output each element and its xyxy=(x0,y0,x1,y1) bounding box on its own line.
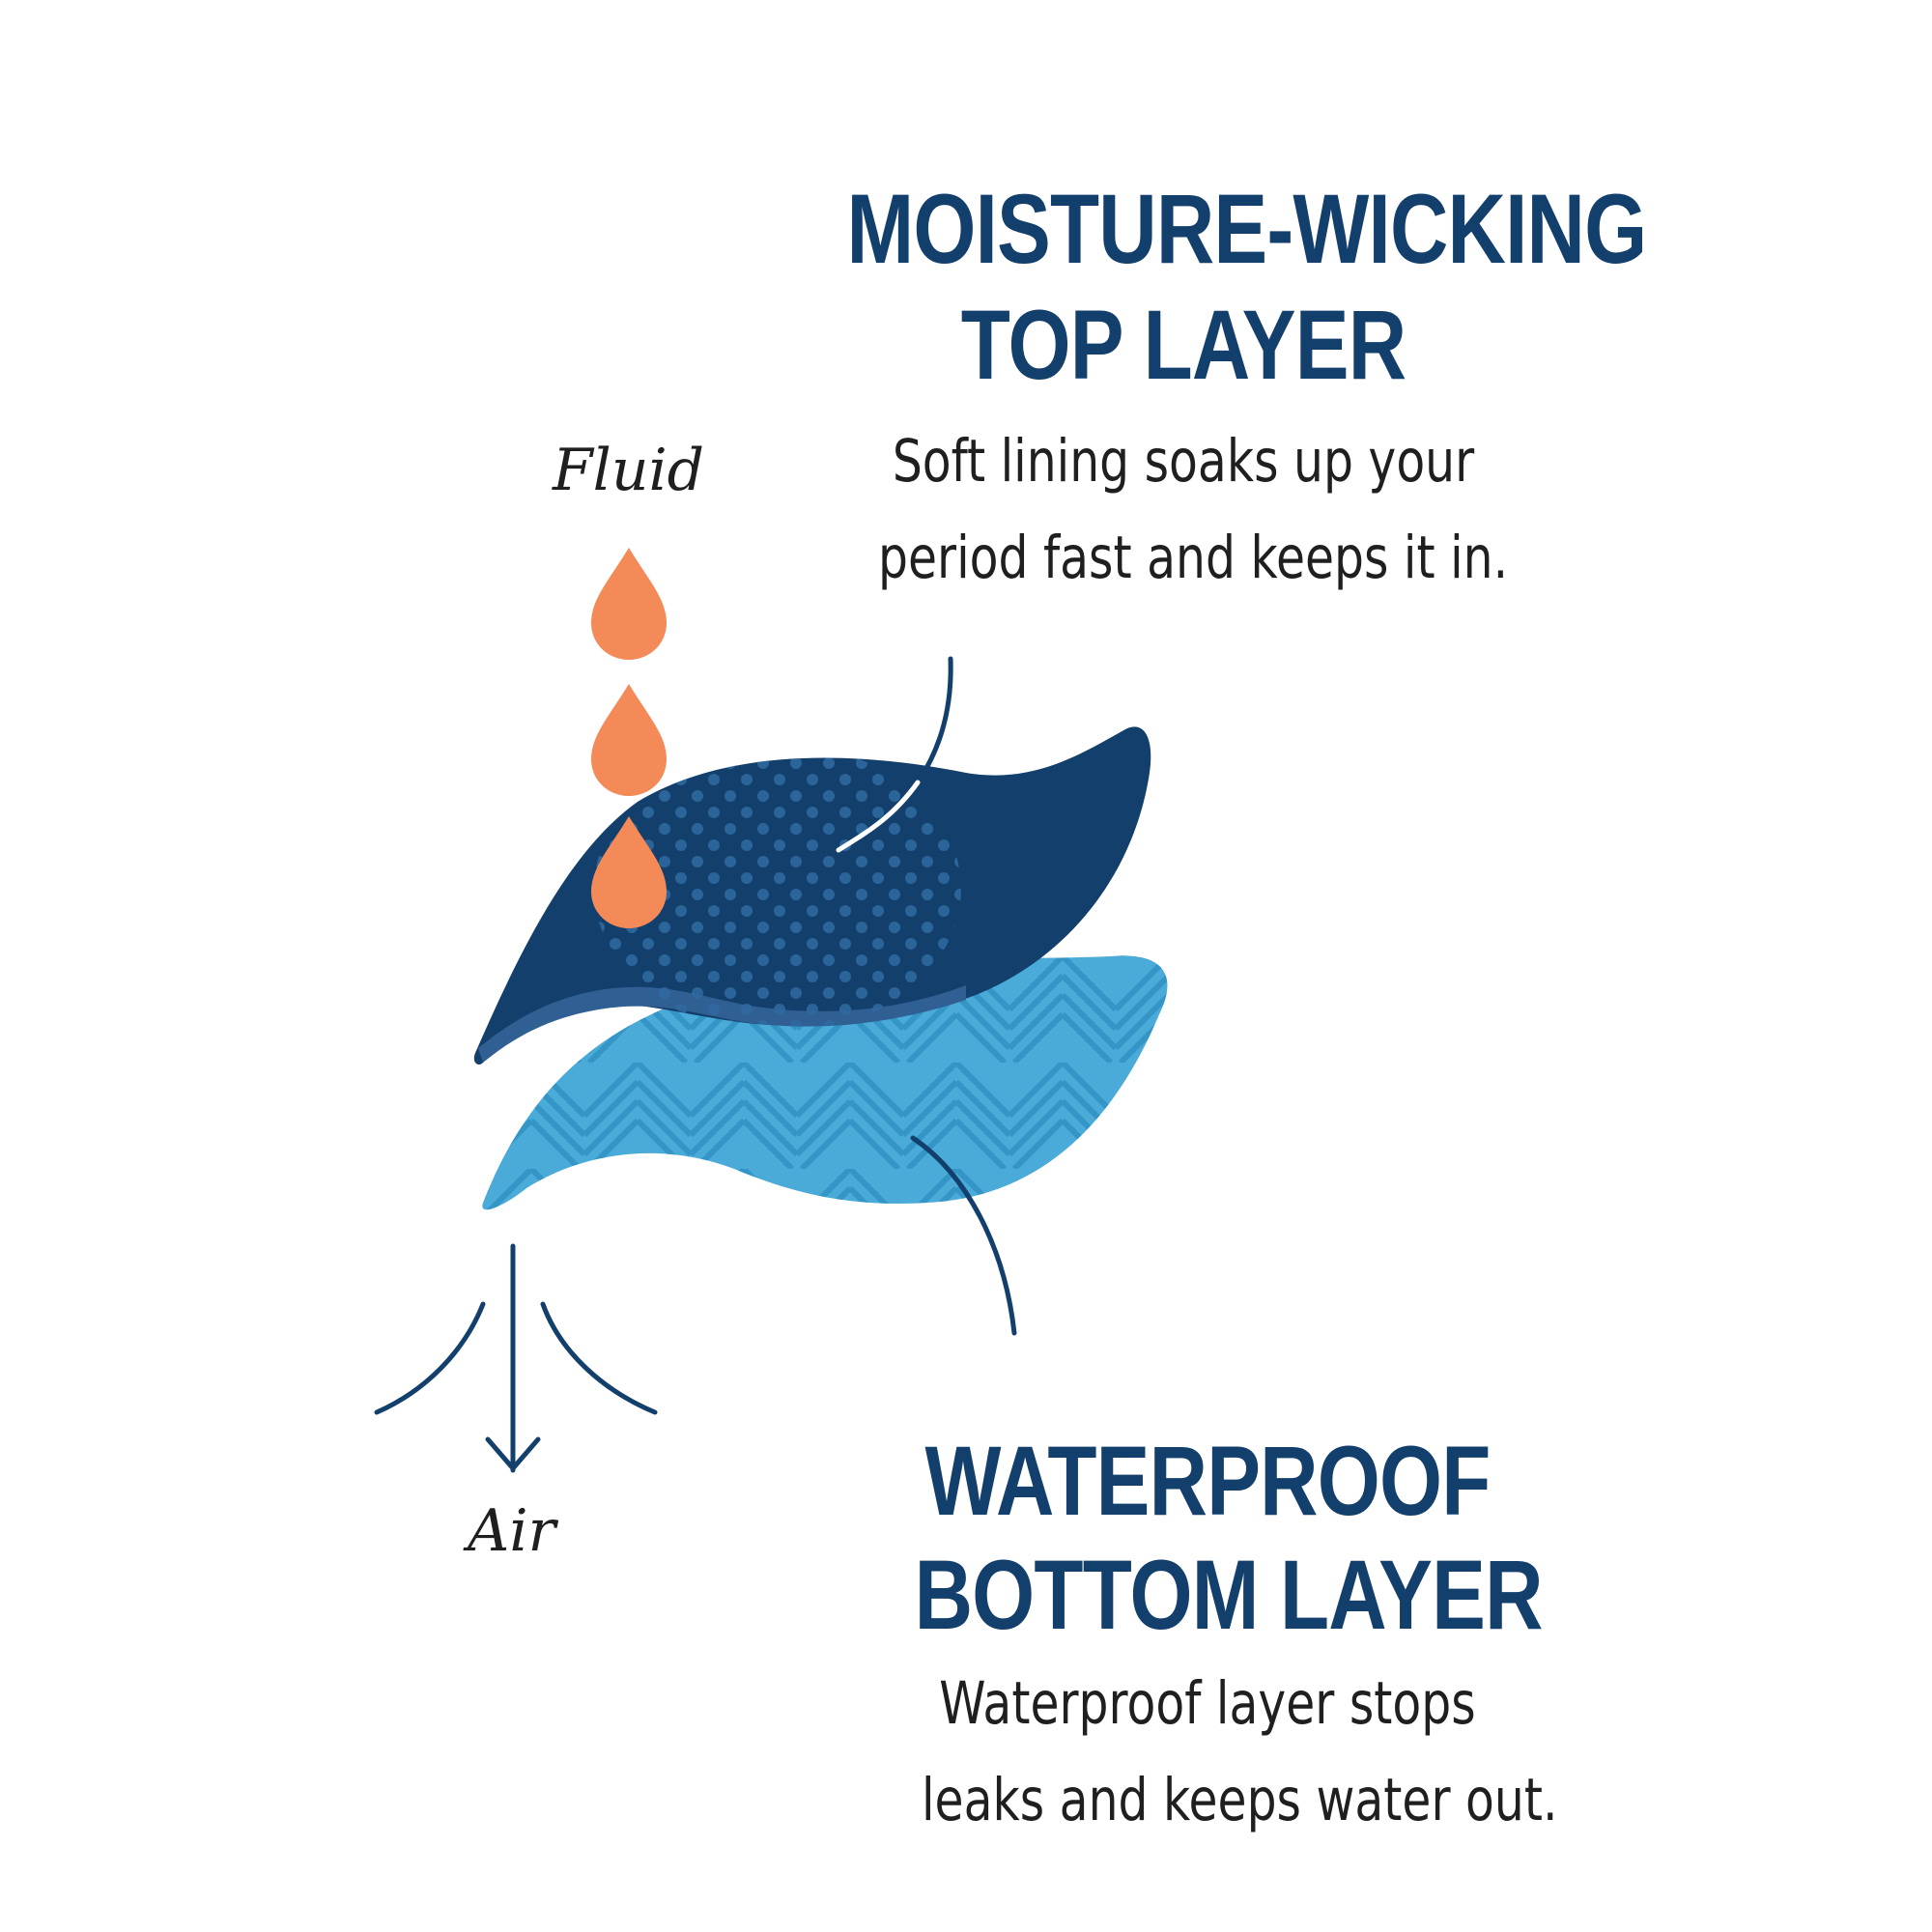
top-layer-heading: MOISTURE-WICKING xyxy=(846,174,1648,284)
air-label: Air xyxy=(468,1497,556,1565)
top-layer-heading-line2: TOP LAYER xyxy=(960,290,1406,400)
bottom-layer-pointer-line xyxy=(910,1135,1017,1336)
bottom-layer-description-line2: leaks and keeps water out. xyxy=(922,1766,1558,1834)
droplet-icon xyxy=(591,684,667,796)
top-layer-description: Soft lining soaks up your xyxy=(892,427,1475,496)
air-arrow-icon xyxy=(374,1243,658,1473)
top-layer-description-line2: period fast and keeps it in. xyxy=(878,524,1509,592)
droplet-icon xyxy=(591,816,667,928)
bottom-layer-shape xyxy=(482,955,1168,1210)
bottom-layer-heading: WATERPROOF xyxy=(924,1426,1491,1536)
bottom-layer-heading-line2: BOTTOM LAYER xyxy=(914,1540,1544,1650)
top-layer-pointer-line-overlay xyxy=(836,780,921,853)
droplet-icon xyxy=(591,548,667,660)
top-layer-shape xyxy=(473,726,1151,1065)
fluid-label: Fluid xyxy=(553,437,705,504)
top-layer-pointer-line xyxy=(915,656,953,785)
bottom-layer-description: Waterproof layer stops xyxy=(939,1669,1476,1738)
